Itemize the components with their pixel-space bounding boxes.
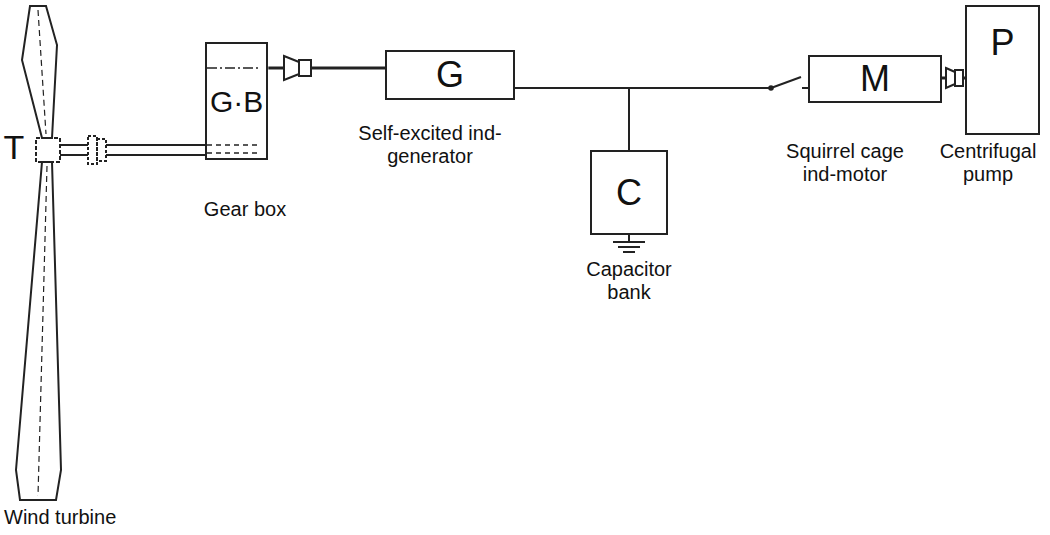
- blade-axis: [38, 10, 46, 134]
- ground-symbol: [628, 235, 630, 242]
- component-letter: G·B: [210, 85, 263, 118]
- component-letter: P: [990, 23, 1014, 63]
- shaft: [60, 154, 88, 156]
- gear-axis: [207, 152, 260, 154]
- turbine-hub: [36, 138, 60, 162]
- part-label: T: [2, 128, 26, 167]
- ground-symbol: [623, 251, 635, 253]
- power-wire: [515, 88, 629, 150]
- part-label: Wind turbine: [4, 506, 164, 529]
- component-box: G·B: [205, 42, 268, 160]
- shaft: [60, 144, 88, 146]
- shaft: [106, 154, 205, 156]
- shaft: [106, 144, 205, 146]
- power-wire: [515, 87, 808, 89]
- shaft-coupling: [299, 60, 311, 76]
- shaft-coupling: [284, 56, 299, 80]
- part-label: Gear box: [195, 198, 295, 221]
- turbine-blade: [16, 162, 61, 500]
- switch-contact: [769, 86, 773, 90]
- gear-axis: [207, 144, 260, 146]
- component-box: G: [385, 50, 515, 100]
- component-box: P: [965, 5, 1040, 135]
- gear-axis: [207, 67, 260, 69]
- shaft-coupling: [955, 70, 963, 86]
- component-box: C: [590, 150, 668, 235]
- component-letter: C: [616, 173, 642, 213]
- shaft-coupling: [88, 136, 97, 164]
- part-label: Centrifugal pump: [934, 140, 1042, 186]
- switch-symbol: [771, 77, 801, 88]
- component-box: M: [808, 55, 942, 103]
- shaft-coupling: [97, 139, 106, 161]
- component-letter: M: [860, 59, 890, 99]
- ground-symbol: [618, 246, 640, 248]
- part-label: Squirrel cage ind-motor: [775, 140, 915, 186]
- shaft-coupling: [946, 68, 955, 88]
- part-label: Self-excited ind-generator: [355, 122, 505, 168]
- component-letter: G: [436, 55, 464, 95]
- blade-axis: [38, 166, 47, 496]
- turbine-blade: [22, 6, 57, 138]
- switch-gap: [769, 82, 802, 94]
- ground-symbol: [613, 241, 645, 243]
- part-label: Capacitor bank: [574, 258, 684, 304]
